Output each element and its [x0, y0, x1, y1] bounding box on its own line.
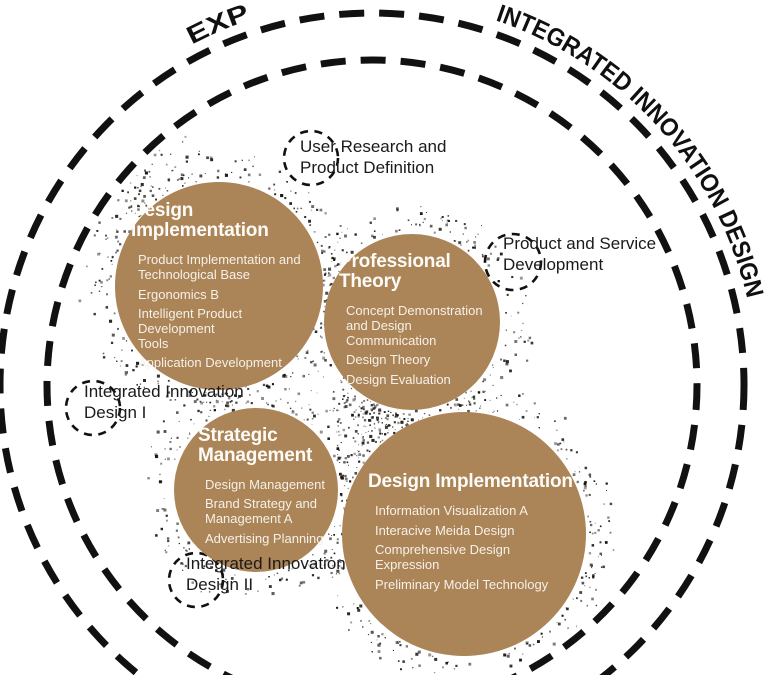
course-item: Interacive Meida Design — [375, 522, 515, 538]
course-item: Advertising Planning — [205, 530, 324, 546]
course-item: Preliminary Model Technology — [375, 576, 549, 592]
course-item: Ergonomics B — [138, 286, 219, 302]
course-item: Application Development — [138, 355, 282, 371]
course-item: Design Evaluation — [346, 372, 451, 388]
stage-dashed-circle-integrated-innovation-design-1 — [64, 379, 122, 437]
course-item: Design Management — [205, 476, 325, 492]
course-item: Information Visualization A — [375, 502, 528, 518]
stage-dashed-circle-product-service-development — [483, 232, 543, 292]
course-item: Comprehensive Design Expression — [375, 542, 511, 572]
inner-dashed-ring — [43, 56, 701, 675]
outer-dashed-ring — [0, 9, 748, 675]
stage-dashed-circle-integrated-innovation-design-2 — [167, 551, 225, 609]
course-circle-title: Design Implementation — [368, 470, 573, 492]
course-circle-title: Design Implementation — [131, 199, 269, 242]
course-item: Design Theory — [346, 352, 431, 368]
arc-title-left-text: EXP — [182, 0, 253, 50]
stage-dashed-circle-user-research — [282, 129, 340, 187]
course-circle-title: Professional Theory — [339, 251, 451, 293]
stipple-dots — [78, 135, 615, 674]
